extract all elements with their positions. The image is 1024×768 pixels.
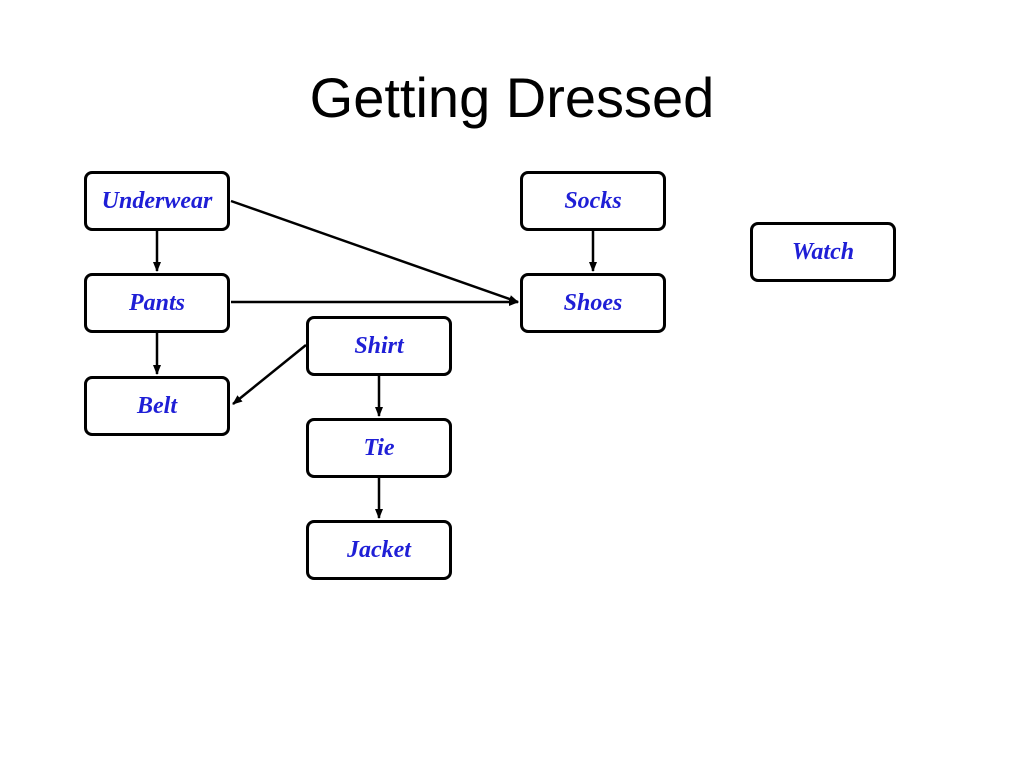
node-watch: Watch xyxy=(750,222,896,282)
node-jacket: Jacket xyxy=(306,520,452,580)
node-underwear: Underwear xyxy=(84,171,230,231)
node-pants: Pants xyxy=(84,273,230,333)
node-socks: Socks xyxy=(520,171,666,231)
node-shirt: Shirt xyxy=(306,316,452,376)
edge-shirt-belt xyxy=(232,344,307,405)
node-tie: Tie xyxy=(306,418,452,478)
slide-title: Getting Dressed xyxy=(309,66,715,129)
node-shoes: Shoes xyxy=(520,273,666,333)
node-belt: Belt xyxy=(84,376,230,436)
edge-underwear-shoes xyxy=(230,199,519,304)
